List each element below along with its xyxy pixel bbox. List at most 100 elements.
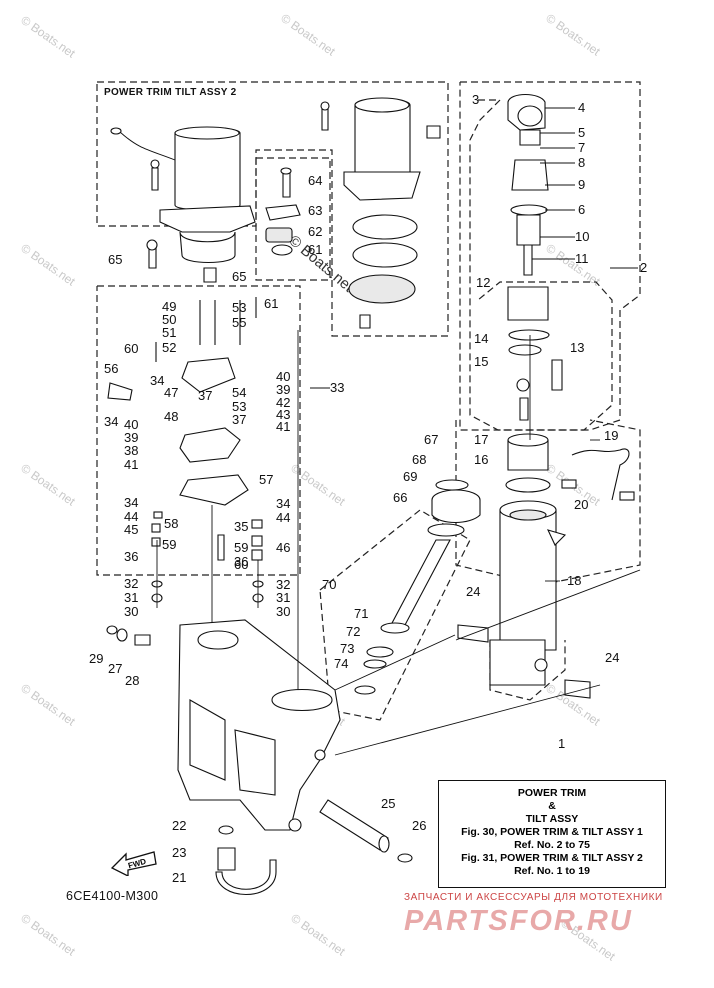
callout: 41 <box>276 419 290 434</box>
callout: 37 <box>198 388 212 403</box>
callout: 41 <box>124 457 138 472</box>
callout: 34 <box>124 495 138 510</box>
diagram-code: 6CE4100-M300 <box>66 889 159 903</box>
callout: 53 <box>232 300 246 315</box>
callout: 34 <box>150 373 164 388</box>
callout: 65 <box>108 252 122 267</box>
callout: 32 <box>124 576 138 591</box>
callout: 23 <box>172 845 186 860</box>
callout: 7 <box>578 140 585 155</box>
callout: 50 <box>162 312 176 327</box>
callout: 64 <box>308 173 322 188</box>
callout: 26 <box>412 818 426 833</box>
callout: 16 <box>474 452 488 467</box>
callout: 35 <box>234 519 248 534</box>
leader-lines <box>310 107 638 582</box>
callout: 30 <box>276 604 290 619</box>
group-outlines: POWER TRIM TILT ASSY 2 <box>96 81 641 721</box>
callout: 53 <box>232 399 246 414</box>
callout: 25 <box>381 796 395 811</box>
callout: 36 <box>234 554 248 569</box>
callout: 58 <box>164 516 178 531</box>
callout: 61 <box>264 296 278 311</box>
callout: 46 <box>276 540 290 555</box>
info-line-subtitle: TILT ASSY <box>525 813 579 825</box>
watermark: © Boats.net <box>18 461 78 509</box>
shafts-and-fittings <box>106 569 641 895</box>
callout: 52 <box>162 340 176 355</box>
callout: 39 <box>276 382 290 397</box>
callout-labels: 1 2 3 4 5 6 7 8 9 10 11 12 13 14 15 16 1… <box>89 92 647 885</box>
manual-valve-group <box>146 167 301 283</box>
fwd-arrow-icon: FWD <box>110 851 157 876</box>
callout: 44 <box>124 509 138 524</box>
info-line-amp: & <box>548 800 556 812</box>
callout: 18 <box>567 573 581 588</box>
callout: 1 <box>558 736 565 751</box>
callout: 37 <box>232 412 246 427</box>
callout: 12 <box>476 275 490 290</box>
trim-motor-assembly <box>110 126 256 263</box>
callout: 29 <box>89 651 103 666</box>
callout: 31 <box>124 590 138 605</box>
callout: 39 <box>124 430 138 445</box>
pump-valve-stack <box>107 297 264 640</box>
callout: 32 <box>276 577 290 592</box>
callout: 57 <box>259 472 273 487</box>
group-title-assy2: POWER TRIM TILT ASSY 2 <box>104 87 237 98</box>
callout: 70 <box>322 577 336 592</box>
clamp-bracket <box>177 330 341 832</box>
callout: 54 <box>232 385 246 400</box>
callout: 60 <box>234 557 248 572</box>
info-line-fig30: Fig. 30, POWER TRIM & TILT ASSY 1 <box>461 826 643 838</box>
callout: 21 <box>172 870 186 885</box>
callout: 27 <box>108 661 122 676</box>
callout: 24 <box>466 584 480 599</box>
callout: 2 <box>640 260 647 275</box>
callout: 10 <box>575 229 589 244</box>
callout: 43 <box>276 407 290 422</box>
callout: 8 <box>578 155 585 170</box>
watermark: © Boats.net <box>288 911 348 959</box>
callout: 73 <box>340 641 354 656</box>
callout: 60 <box>124 341 138 356</box>
info-line-title: POWER TRIM <box>517 787 587 799</box>
callout: 9 <box>578 177 585 192</box>
callout: 17 <box>474 432 488 447</box>
callout: 47 <box>164 385 178 400</box>
callout: 24 <box>605 650 619 665</box>
callout: 67 <box>424 432 438 447</box>
shop-subtitle: ЗАПЧАСТИ И АКСЕССУАРЫ ДЛЯ МОТОТЕХНИКИ <box>404 892 663 903</box>
watermark: © Boats.net <box>288 461 348 509</box>
callout: 62 <box>308 224 322 239</box>
callout: 6 <box>578 202 585 217</box>
info-line-ref2: Ref. No. 1 to 19 <box>514 865 590 877</box>
callout: 55 <box>232 315 246 330</box>
callout: 51 <box>162 325 176 340</box>
callout: 72 <box>346 624 360 639</box>
callout: 63 <box>308 203 322 218</box>
callout: 28 <box>125 673 139 688</box>
shop-logo[interactable]: PARTSFOR.RU <box>404 905 633 937</box>
callout: 4 <box>578 100 585 115</box>
tilt-cylinder-assembly <box>489 93 635 686</box>
callout: 30 <box>124 604 138 619</box>
callout: 22 <box>172 818 186 833</box>
callout: 45 <box>124 522 138 537</box>
callout: 69 <box>403 469 417 484</box>
callout: 31 <box>276 590 290 605</box>
trim-ram-assembly <box>354 479 481 695</box>
callout: 40 <box>276 369 290 384</box>
callout: 14 <box>474 331 488 346</box>
watermark: © Boats.net <box>18 911 78 959</box>
callout: 61 <box>308 242 322 257</box>
reservoir-assembly <box>320 97 441 329</box>
callout: 19 <box>604 428 618 443</box>
callout: 15 <box>474 354 488 369</box>
watermark: © Boats.net <box>18 241 78 289</box>
callout: 13 <box>570 340 584 355</box>
callout: 74 <box>334 656 348 671</box>
assembly-info-box: POWER TRIM & TILT ASSY Fig. 30, POWER TR… <box>438 780 666 888</box>
watermark: © Boats.net <box>278 11 338 59</box>
